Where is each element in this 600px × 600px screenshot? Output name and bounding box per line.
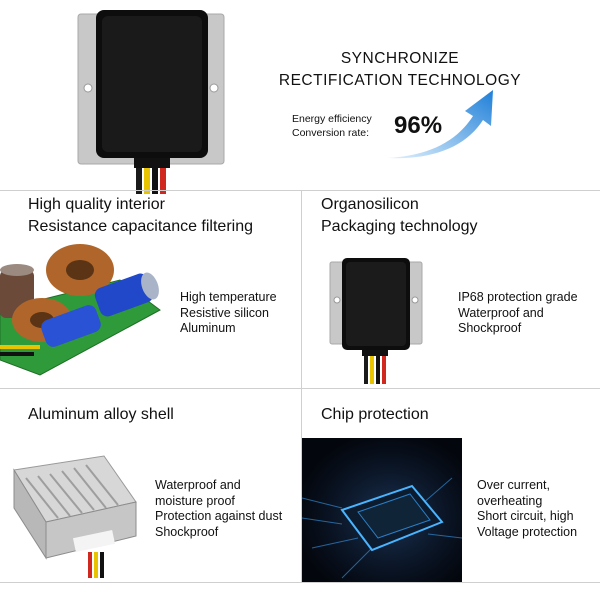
feature-item: Shockproof: [458, 321, 522, 335]
feature-item: Protection against dust: [155, 509, 283, 523]
feature-item: Short circuit, high: [477, 509, 574, 523]
feature-item: High temperature: [180, 290, 277, 304]
feature-item: Resistive silicon: [180, 305, 269, 320]
circuit-board-image: [0, 240, 170, 380]
divider-vertical: [301, 190, 302, 582]
shell-title: Aluminum alloy shell: [28, 406, 174, 423]
feature-item: Voltage protection: [477, 524, 578, 539]
packaging-features: IP68 protection grade Waterproof and Sho…: [458, 290, 578, 337]
feature-item: Over current,: [477, 478, 550, 492]
feature-item: Shockproof: [155, 524, 219, 539]
feature-item: overheating: [477, 493, 543, 508]
feature-item: Waterproof and: [458, 305, 544, 320]
aluminum-shell-image: [8, 440, 143, 580]
chip-title: Chip protection: [321, 406, 429, 423]
product-image-top: [76, 8, 226, 194]
efficiency-label: Energy efficiency Conversion rate:: [292, 113, 372, 139]
feature-item: IP68 protection grade: [458, 290, 578, 304]
tech-title: SYNCHRONIZE RECTIFICATION TECHNOLOGY: [262, 48, 538, 92]
packaging-title: Organosilicon Packaging technology: [321, 196, 478, 235]
interior-features: High temperature Resistive silicon Alumi…: [180, 290, 277, 337]
sealed-module-image: [328, 256, 424, 386]
efficiency-value: 96%: [394, 112, 443, 139]
feature-item: Waterproof and: [155, 478, 241, 492]
shell-features: Waterproof and moisture proof Protection…: [155, 478, 282, 540]
divider-top: [0, 190, 600, 191]
feature-item: moisture proof: [155, 493, 235, 508]
chip-features: Over current, overheating Short circuit,…: [477, 478, 577, 540]
feature-item: Aluminum: [180, 321, 236, 335]
divider-middle: [0, 388, 600, 389]
tech-title-line2: RECTIFICATION TECHNOLOGY: [278, 72, 522, 89]
divider-bottom: [0, 582, 600, 583]
up-arrow-icon: [385, 86, 505, 162]
interior-title: High quality interior Resistance capacit…: [28, 196, 254, 235]
tech-title-line1: SYNCHRONIZE: [340, 50, 460, 67]
chip-image: [301, 438, 463, 582]
